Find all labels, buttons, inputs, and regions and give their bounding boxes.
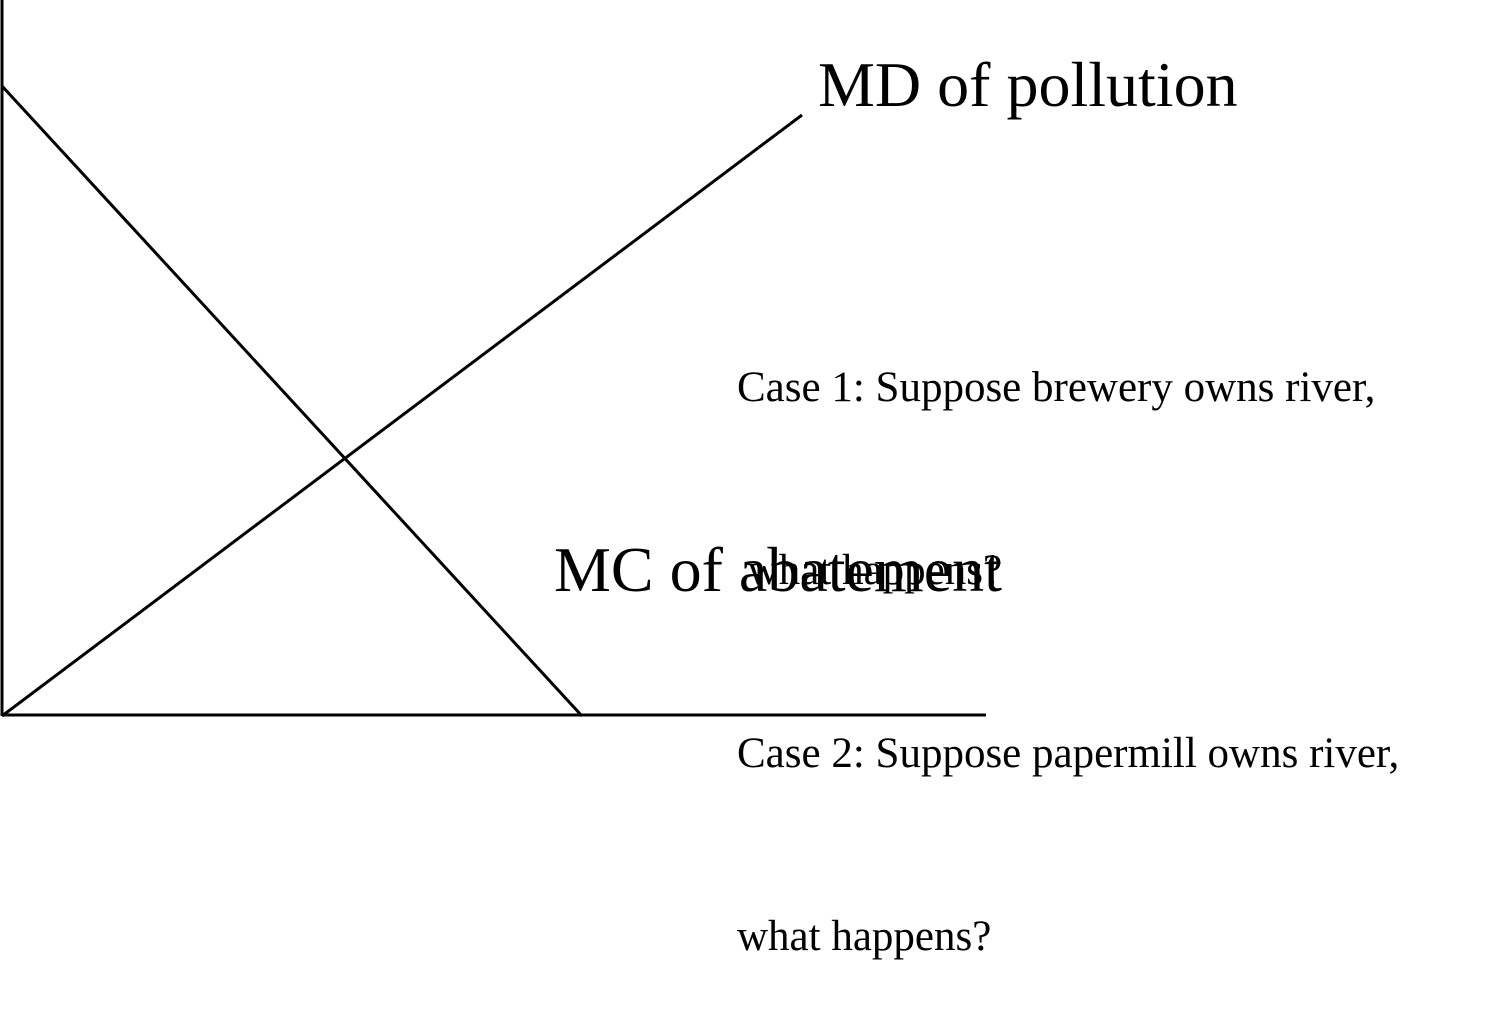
case-line-4: what happens? (737, 913, 992, 960)
case-line-1: Case 1: Suppose brewery owns river, (737, 364, 1376, 411)
mc-abatement-curve (0, 84, 584, 717)
case-questions: Case 1: Suppose brewery owns river, what… (737, 235, 1399, 1028)
case-line-3: Case 2: Suppose papermill owns river, (737, 730, 1400, 777)
diagram-canvas (0, 0, 986, 717)
mc-abatement-label: MC of abatement (554, 534, 1002, 605)
md-pollution-curve (1, 113, 803, 717)
md-pollution-label: MD of pollution (818, 49, 1238, 120)
case-line-2: what happens? (737, 547, 1003, 594)
